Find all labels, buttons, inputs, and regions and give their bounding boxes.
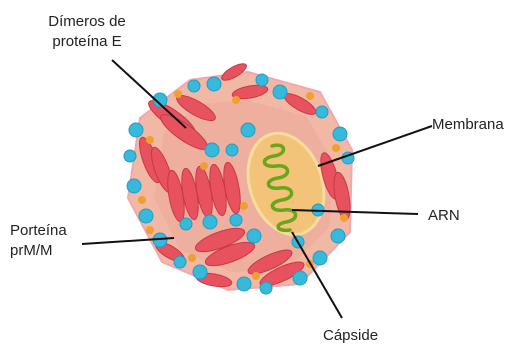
label-dimeros-line1: Dímeros de	[40, 12, 134, 32]
label-dimeros-proteina-e: Dímeros de proteína E	[40, 12, 134, 52]
label-arn: ARN	[428, 206, 460, 226]
label-porteina-line2: prM/M	[10, 241, 67, 261]
label-porteina-line1: Porteína	[10, 221, 67, 241]
label-porteina-prm-m: Porteína prM/M	[10, 221, 67, 261]
label-dimeros-line2: proteína E	[40, 32, 134, 52]
label-membrana: Membrana	[432, 115, 504, 135]
label-capside: Cápside	[323, 326, 378, 346]
